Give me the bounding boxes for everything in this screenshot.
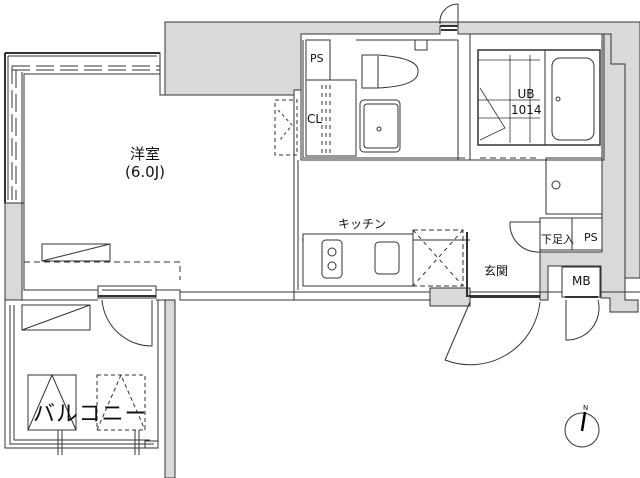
kitchen-counter	[302, 233, 414, 287]
mb-door-arc	[565, 299, 600, 341]
compass-circle	[564, 412, 600, 448]
compass-needle	[580, 411, 587, 432]
kitchen-label: キッチン	[338, 217, 387, 231]
toilet	[361, 54, 419, 89]
washing-machine-pan	[545, 157, 603, 215]
pipe-space-2-label: PS	[584, 231, 598, 244]
closet-box	[305, 79, 357, 157]
kitchen-sink	[374, 241, 400, 275]
bathtub	[551, 57, 595, 141]
balcony-label: バルコニー	[33, 402, 148, 427]
western-room-label: 洋室 (6.0J)	[115, 145, 175, 181]
unit-bath-label: UB 1014	[511, 86, 542, 118]
unit-bath-size: 1014	[511, 103, 542, 117]
fridge-space	[412, 229, 464, 287]
bench	[41, 243, 111, 262]
western-room-size: (6.0J)	[125, 163, 165, 181]
entrance-label: 玄関	[484, 264, 509, 278]
unit-bath-name: UB	[517, 87, 535, 101]
stove	[321, 239, 343, 279]
meter-box-label: MB	[572, 274, 591, 288]
washbasin	[359, 99, 401, 153]
pipe-space-2-box	[571, 217, 603, 251]
outdoor-unit	[21, 304, 91, 331]
pipe-space-1-label: PS	[310, 52, 324, 65]
western-room-name: 洋室	[129, 145, 160, 163]
shoe-box-label: 下足入	[541, 233, 574, 246]
balcony-door-arc	[101, 299, 153, 347]
unit-bath-box	[477, 49, 601, 146]
entrance-door-arc	[444, 301, 541, 366]
closet-label: CL	[307, 112, 323, 126]
compass-north-label: N	[583, 404, 589, 412]
toilet-door-arc	[439, 3, 459, 25]
